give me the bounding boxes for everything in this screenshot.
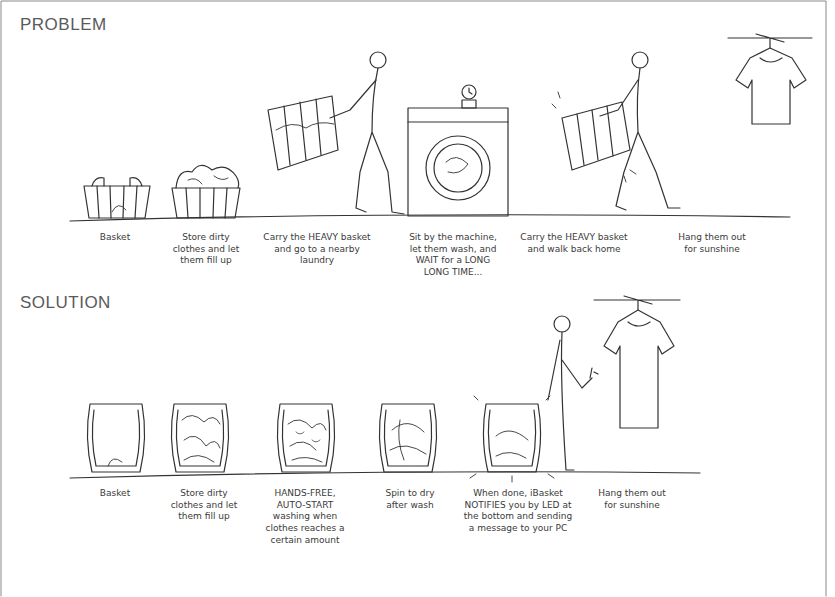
step-caption: Store dirty clothes and let them fill up: [168, 232, 244, 267]
section-heading: PROBLEM: [20, 14, 180, 36]
step-caption: Hang them out for sunshine: [596, 488, 668, 511]
ibasket-sketch: [277, 404, 334, 472]
ibasket-sketch: [379, 404, 436, 472]
step-caption: HANDS-FREE, AUTO-START washing when clot…: [262, 488, 348, 546]
step-caption: Store dirty clothes and let them fill up: [166, 488, 242, 523]
step-caption: Basket: [82, 488, 148, 500]
ground-line: [70, 472, 700, 478]
person-sketch: [268, 52, 404, 214]
ibasket-sketch: [470, 396, 554, 482]
basket-sketch: [84, 178, 150, 218]
shirt-sketch: [594, 296, 680, 428]
section-heading: SOLUTION: [20, 292, 180, 314]
basket-sketch: [172, 165, 240, 218]
step-caption: When done, iBasket NOTIFIES you by LED a…: [460, 488, 576, 535]
person-sketch: [548, 316, 598, 470]
ibasket-sketch: [87, 404, 144, 472]
step-caption: Hang them out for sunshine: [676, 232, 748, 255]
washing-machine-sketch: [408, 85, 508, 216]
shirt-sketch: [728, 34, 812, 124]
step-caption: Basket: [82, 232, 148, 244]
step-caption: Sit by the machine, let them wash, and W…: [404, 232, 502, 279]
step-caption: Carry the HEAVY basket and go to a nearb…: [258, 232, 376, 267]
step-caption: Spin to dry after wash: [378, 488, 442, 511]
ibasket-sketch: [171, 404, 228, 472]
person-sketch: [552, 52, 680, 210]
step-caption: Carry the HEAVY basket and walk back hom…: [518, 232, 630, 255]
